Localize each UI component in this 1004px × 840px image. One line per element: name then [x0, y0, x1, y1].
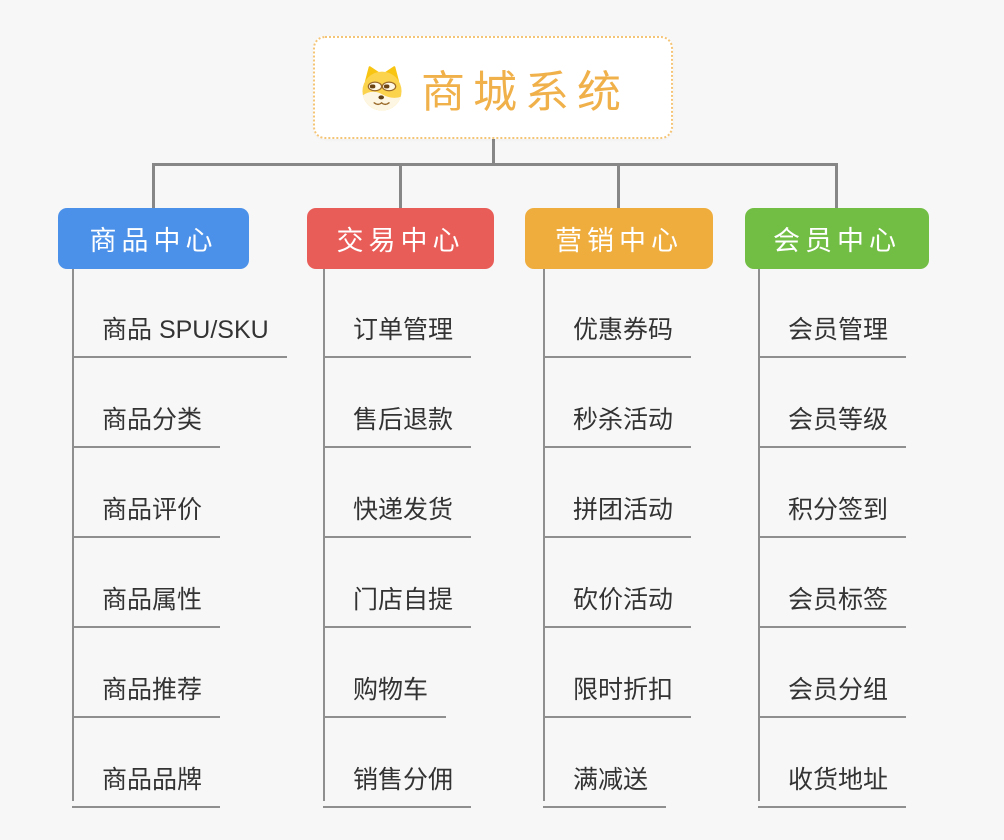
branch-items-trade: 订单管理 售后退款 快递发货 门店自提 购物车 销售分佣 — [323, 269, 472, 808]
branch-label: 营销中心 — [555, 226, 683, 256]
mindmap-item[interactable]: 售后退款 — [323, 408, 472, 448]
connector-drop-branch-1 — [152, 163, 155, 209]
mindmap-item[interactable]: 会员分组 — [758, 678, 907, 718]
branch-node-marketing-center[interactable]: 营销中心 — [525, 208, 713, 269]
root-node[interactable]: 商城系统 — [313, 36, 673, 139]
connector-drop-branch-2 — [399, 163, 402, 209]
connector-root-drop — [492, 138, 495, 166]
connector-drop-branch-3 — [617, 163, 620, 209]
mindmap-item[interactable]: 限时折扣 — [543, 678, 692, 718]
mindmap-item[interactable]: 商品分类 — [72, 408, 221, 448]
branch-items-member: 会员管理 会员等级 积分签到 会员标签 会员分组 收货地址 — [758, 269, 907, 808]
branch-items-product: 商品 SPU/SKU 商品分类 商品评价 商品属性 商品推荐 商品品牌 — [72, 269, 287, 808]
branch-items-marketing: 优惠券码 秒杀活动 拼团活动 砍价活动 限时折扣 满减送 — [543, 269, 692, 808]
branch-node-member-center[interactable]: 会员中心 — [745, 208, 929, 269]
branch-trunk-line — [72, 269, 74, 801]
mindmap-item[interactable]: 秒杀活动 — [543, 408, 692, 448]
branch-label: 商品中心 — [89, 226, 218, 256]
branch-trunk-line — [543, 269, 545, 801]
mindmap-item[interactable]: 会员管理 — [758, 318, 907, 358]
branch-node-product-center[interactable]: 商品中心 — [58, 208, 249, 269]
branch-trunk-line — [323, 269, 325, 801]
connector-drop-branch-4 — [835, 163, 838, 209]
root-label: 商城系统 — [421, 67, 629, 117]
mindmap-item[interactable]: 购物车 — [323, 678, 447, 718]
mindmap-item[interactable]: 收货地址 — [758, 768, 907, 808]
mindmap-item[interactable]: 积分签到 — [758, 498, 907, 538]
mindmap-item[interactable]: 商品 SPU/SKU — [72, 318, 287, 358]
mindmap-item[interactable]: 订单管理 — [323, 318, 472, 358]
branch-node-trade-center[interactable]: 交易中心 — [307, 208, 494, 269]
mindmap-item[interactable]: 商品评价 — [72, 498, 221, 538]
mindmap-item[interactable]: 会员等级 — [758, 408, 907, 448]
mindmap-item[interactable]: 商品属性 — [72, 588, 221, 628]
mindmap-item[interactable]: 拼团活动 — [543, 498, 692, 538]
mindmap-item[interactable]: 门店自提 — [323, 588, 472, 628]
mindmap-item[interactable]: 会员标签 — [758, 588, 907, 628]
mindmap-item[interactable]: 满减送 — [543, 768, 667, 808]
mindmap-item[interactable]: 砍价活动 — [543, 588, 692, 628]
doge-icon — [357, 63, 407, 113]
branch-trunk-line — [758, 269, 760, 801]
mindmap-item[interactable]: 优惠券码 — [543, 318, 692, 358]
mindmap-item[interactable]: 销售分佣 — [323, 768, 472, 808]
branch-label: 会员中心 — [773, 226, 901, 256]
mindmap-item[interactable]: 商品品牌 — [72, 768, 221, 808]
mindmap-item[interactable]: 快递发货 — [323, 498, 472, 538]
connector-bus — [152, 163, 838, 166]
branch-label: 交易中心 — [336, 226, 465, 256]
mindmap-item[interactable]: 商品推荐 — [72, 678, 221, 718]
